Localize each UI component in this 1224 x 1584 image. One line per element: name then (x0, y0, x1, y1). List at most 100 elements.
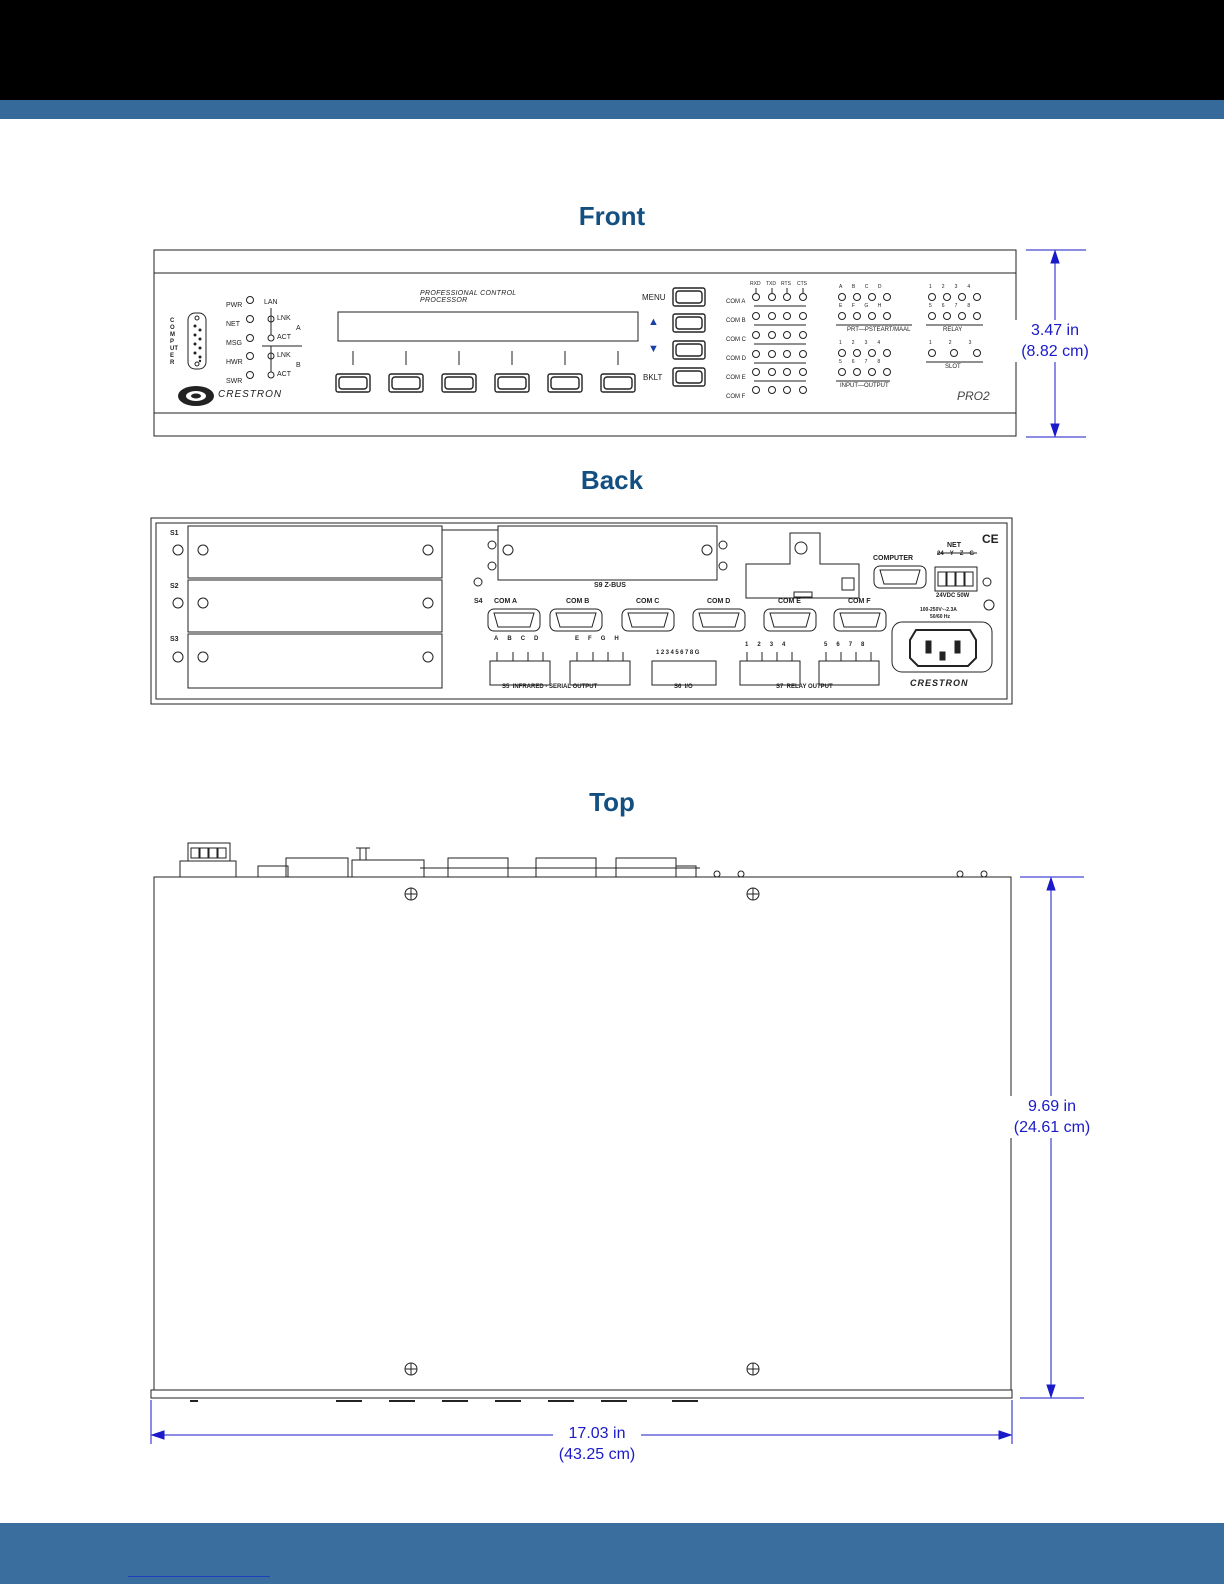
crestron-logo-icon (178, 386, 214, 406)
status-led-labels: PWR NET MSG HWR SWR (226, 296, 246, 391)
ir-letter: G (864, 303, 869, 309)
relay-port-number: 6 (836, 642, 840, 648)
io-port-digits: 12345678G (656, 650, 701, 656)
bklt-label: BKLT (643, 373, 663, 382)
zbus-slot (497, 525, 718, 581)
ir-port-letter: F (588, 636, 592, 642)
front-height-cm: (8.82 cm) (1021, 343, 1089, 360)
relay-number: 7 (954, 303, 958, 309)
zbus-label: S9 Z-BUS (594, 582, 626, 589)
slot-s1 (187, 525, 443, 579)
relay-number: 1 (929, 284, 932, 290)
up-key (672, 313, 706, 333)
ir-port-letters-2: E F G H (575, 636, 619, 642)
slot-s2 (187, 579, 443, 633)
soft-key-5 (547, 373, 583, 393)
back-com-e-label: COM E (778, 598, 801, 605)
ir-letter: D (877, 284, 882, 290)
s4-label: S4 (474, 598, 483, 605)
front-height-label: 3.47 in (8.82 cm) (1015, 320, 1095, 362)
computer-port-icon (187, 312, 207, 370)
back-title: Back (580, 465, 644, 495)
com-f-led-label: COM F (726, 394, 746, 400)
io-number: 7 (864, 359, 868, 365)
lan-b-lnk: LNK (277, 352, 291, 359)
s7-label: S7 RELAY OUTPUT (776, 684, 833, 690)
back-com-connectors (487, 565, 927, 632)
com-a-led-label: COM A (726, 299, 746, 305)
lcd-display (337, 311, 639, 342)
lan-a-lnk: LNK (277, 315, 291, 322)
top-title: Top (589, 787, 635, 817)
relay-port-number: 1 (745, 642, 749, 648)
front-title: Front (578, 201, 646, 231)
net-pin: Y (949, 551, 954, 557)
slot-number: 2 (948, 340, 952, 346)
back-computer-label: COMPUTER (873, 555, 914, 562)
lan-a-tag: A (296, 325, 301, 332)
depth-in: 9.69 in (1027, 1098, 1077, 1115)
top-chassis (150, 842, 1013, 1402)
back-com-d-label: COM D (707, 598, 731, 605)
front-subtitle: PROFESSIONAL CONTROL PROCESSOR (420, 290, 517, 304)
front-panel (153, 249, 1017, 437)
net-pin: G (969, 551, 975, 557)
depth-cm: (24.61 cm) (1013, 1119, 1091, 1136)
s5-label: S5 INFRARED - SERIAL OUTPUT (502, 684, 598, 690)
io-number: 8 (877, 359, 881, 365)
lan-label: LAN (264, 299, 278, 306)
slot-s3 (187, 633, 443, 689)
lan-a-act: ACT (277, 334, 291, 341)
status-pwr: PWR (226, 302, 243, 309)
com-d-led-label: COM D (726, 356, 746, 362)
front-height-in: 3.47 in (1030, 322, 1080, 339)
relay-number: 2 (941, 284, 945, 290)
back-brand: CRESTRON (910, 678, 969, 688)
ac-frequency-label: 50/60 Hz (930, 614, 951, 620)
soft-key-6 (600, 373, 636, 393)
ir-port-letter: D (534, 636, 539, 642)
header-bar (0, 0, 1224, 100)
com-c-led-label: COM C (726, 337, 746, 343)
ir-port-letter: H (614, 636, 619, 642)
footer-bar (0, 1523, 1224, 1584)
soft-key-3 (441, 373, 477, 393)
relay-port-number: 7 (848, 642, 853, 648)
cts-label: CTS (797, 281, 807, 287)
io-number: 3 (864, 340, 868, 346)
ir-port-letter: G (600, 636, 606, 642)
computer-port-label: COMPUTER (170, 318, 178, 366)
ir-letter: C (864, 284, 869, 290)
down-arrow-icon: ▼ (648, 343, 659, 355)
ir-letter: A (839, 284, 843, 290)
ce-mark-icon: CE (982, 532, 999, 546)
ac-power-inlet (891, 621, 993, 673)
ir-port-letter: E (575, 636, 580, 642)
back-panel (150, 517, 1013, 705)
io-group-label: INPUT—OUTPUT (840, 383, 889, 389)
ir-letter: E (839, 303, 843, 309)
ir-port-letter: C (520, 636, 526, 642)
slot-number: 3 (968, 340, 972, 346)
io-number: 5 (839, 359, 842, 365)
status-hwr: HWR (226, 359, 243, 366)
slot-number: 1 (929, 340, 932, 346)
width-in: 17.03 in (568, 1425, 626, 1442)
lan-b-tag: B (296, 362, 301, 369)
back-slot-s3-label: S3 (170, 636, 179, 643)
relay-port-number: 5 (824, 642, 828, 648)
s6-label: S6 I/O (674, 684, 693, 690)
menu-key (672, 287, 706, 307)
relay-port-number: 4 (782, 642, 786, 648)
rxd-label: RXD (750, 281, 761, 287)
relay-group-label: RELAY (943, 327, 963, 333)
io-number: 4 (877, 340, 881, 346)
